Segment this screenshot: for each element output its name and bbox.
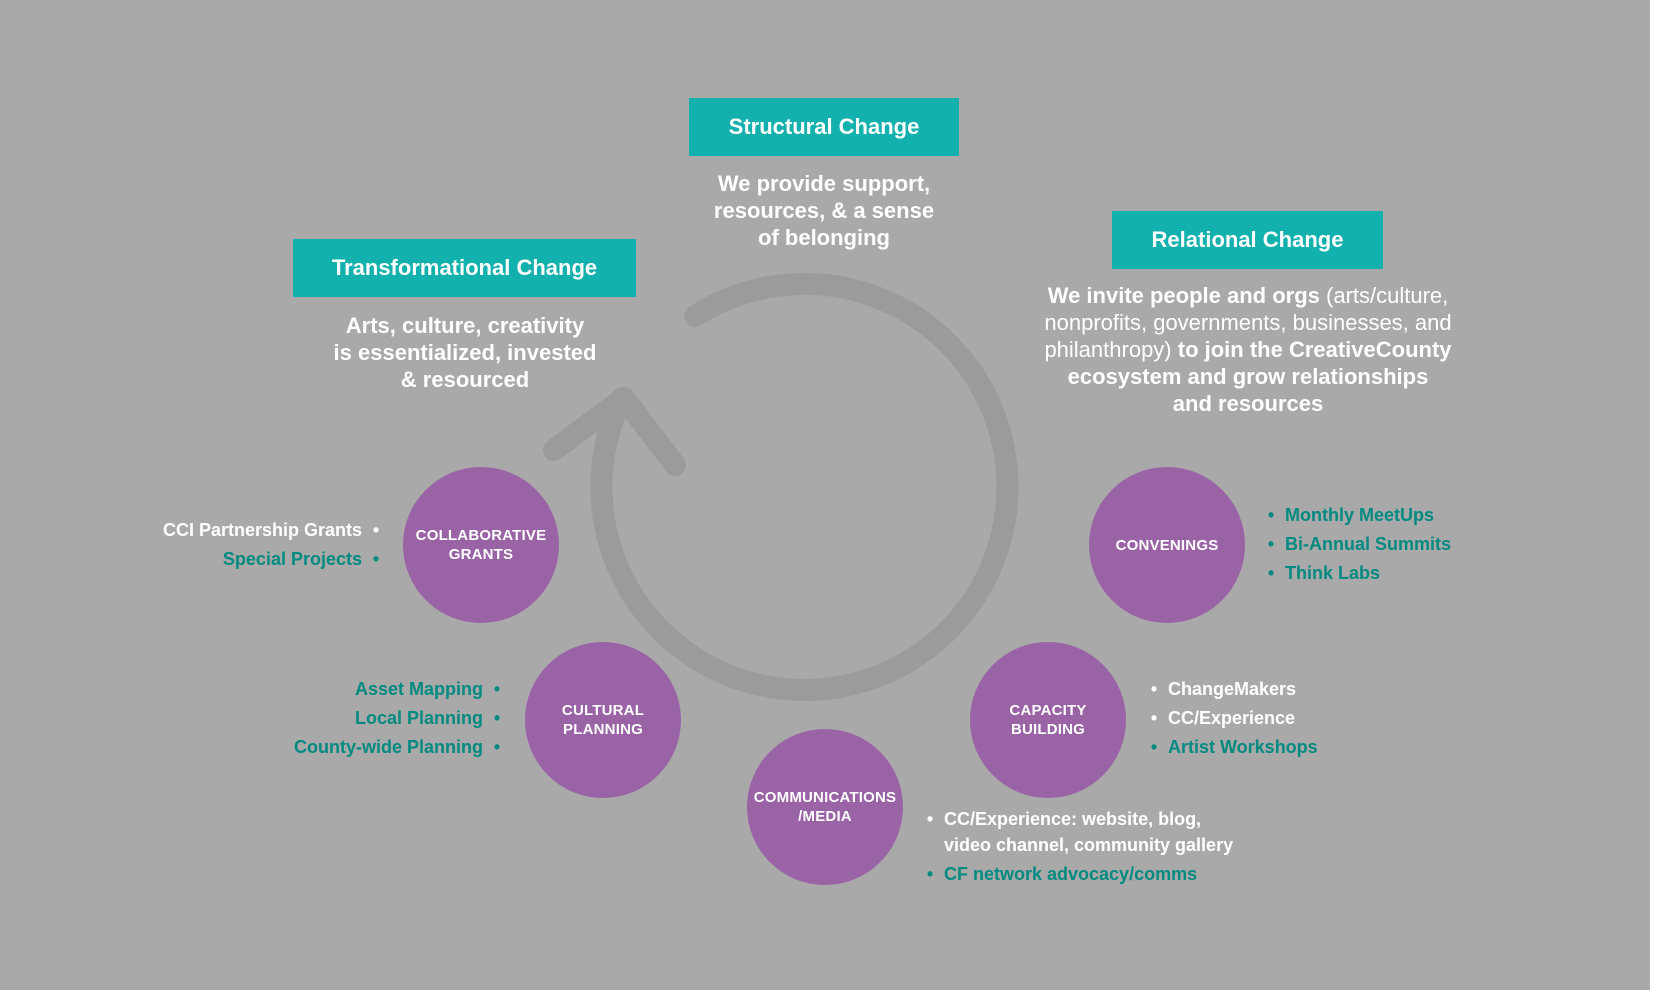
bullet-text: CCI Partnership Grants <box>162 520 362 540</box>
bullet-item: County-wide Planning • <box>294 733 505 762</box>
circle-label: CAPACITY <box>1009 702 1087 719</box>
description-relational-line: and resources <box>1003 390 1493 417</box>
relational-text-bold: and resources <box>1172 391 1324 416</box>
bullets-capacity-building: • ChangeMakers • CC/Experience • Artist Wor… <box>1146 675 1318 762</box>
bullet-item-continued: video channel, community gallery <box>922 832 1233 858</box>
description-structural-line: of belonging <box>758 225 890 250</box>
bullet-item: Local Planning • <box>294 704 505 733</box>
circle-label: CULTURAL <box>561 702 645 719</box>
relational-text-regular: (arts/culture, <box>1319 283 1449 308</box>
description-relational-line: philanthropy) to join the CreativeCounty <box>1003 336 1493 363</box>
circle-capacity-building: CAPACITY BUILDING <box>970 642 1126 798</box>
circle-label: BUILDING <box>1010 721 1086 738</box>
description-relational: We invite people and orgs (arts/culture,… <box>1003 282 1493 417</box>
bullet-item: • Think Labs <box>1263 559 1451 588</box>
bullet-dot: • <box>926 809 934 829</box>
description-structural-line: resources, & a sense <box>713 198 935 223</box>
bullet-text: Think Labs <box>1285 563 1381 583</box>
cycle-arc <box>590 272 1019 701</box>
bullet-dot: • <box>1267 534 1275 554</box>
circle-communications-media: COMMUNICATIONS /MEDIA <box>747 729 903 885</box>
bullet-text: Bi-Annual Summits <box>1285 534 1452 554</box>
bullet-item: CCI Partnership Grants • <box>163 516 384 545</box>
bullet-text: CF network advocacy/comms <box>944 864 1198 884</box>
circle-collaborative-grants: COLLABORATIVE GRANTS <box>403 467 559 623</box>
relational-text-regular: nonprofits, governments, businesses, and <box>1044 310 1452 335</box>
bullet-item: • Bi-Annual Summits <box>1263 530 1451 559</box>
bullets-communications-media: • CC/Experience: website, blog, video cha… <box>922 806 1233 887</box>
description-transformational-line: Arts, culture, creativity <box>345 313 585 338</box>
description-structural: We provide support, resources, & a sense… <box>674 170 974 251</box>
description-relational-line: nonprofits, governments, businesses, and <box>1003 309 1493 336</box>
relational-text-bold: ecosystem and grow relationships <box>1067 364 1429 389</box>
bullet-dot: • <box>1267 505 1275 525</box>
bullet-text: ChangeMakers <box>1168 679 1297 699</box>
bullet-item: • CC/Experience: website, blog, <box>922 806 1233 832</box>
bullet-text: CC/Experience: website, blog, <box>944 809 1202 829</box>
relational-text-bold: to join the CreativeCounty <box>1171 337 1452 362</box>
header-relational-change: Relational Change <box>1112 211 1383 269</box>
header-transformational-change: Transformational Change <box>293 239 636 297</box>
relational-text-regular: philanthropy) <box>1044 337 1172 362</box>
bullet-dot: • <box>926 864 934 884</box>
bullet-text: Monthly MeetUps <box>1285 505 1435 525</box>
bullet-dot: • <box>372 549 380 569</box>
description-relational-line: We invite people and orgs (arts/culture, <box>1003 282 1493 309</box>
circle-label: PLANNING <box>563 721 643 738</box>
circle-label: GRANTS <box>448 546 514 563</box>
circle-convenings: CONVENINGS <box>1089 467 1245 623</box>
bullet-text: CC/Experience <box>1168 708 1296 728</box>
bullet-dot: • <box>493 679 501 699</box>
bullet-text: Local Planning <box>354 708 483 728</box>
bullet-item: Special Projects • <box>163 545 384 574</box>
bullets-collaborative-grants: CCI Partnership Grants • Special Projects… <box>163 516 384 574</box>
bullet-item: • ChangeMakers <box>1146 675 1318 704</box>
circle-label: COMMUNICATIONS <box>753 789 897 806</box>
bullet-dot: • <box>493 708 501 728</box>
bullet-dot: • <box>1150 737 1158 757</box>
circle-label: CONVENINGS <box>1115 536 1219 554</box>
cycle-arrowhead <box>543 387 686 476</box>
description-transformational-line: & resourced <box>400 367 530 392</box>
bullet-text: video channel, community gallery <box>944 835 1234 855</box>
bullets-cultural-planning: Asset Mapping • Local Planning • County-wi… <box>294 675 505 762</box>
bullet-item: • CC/Experience <box>1146 704 1318 733</box>
description-structural-line: We provide support, <box>717 171 931 196</box>
bullet-text: Artist Workshops <box>1168 737 1318 757</box>
description-transformational-line: is essentialized, invested <box>333 340 597 365</box>
bullet-dot: • <box>1150 708 1158 728</box>
bullet-item: • CF network advocacy/comms <box>922 861 1233 887</box>
bullet-dot: • <box>493 737 501 757</box>
bullet-item: • Monthly MeetUps <box>1263 501 1451 530</box>
circle-cultural-planning: CULTURAL PLANNING <box>525 642 681 798</box>
circle-label: COLLABORATIVE <box>415 527 547 544</box>
description-relational-line: ecosystem and grow relationships <box>1003 363 1493 390</box>
circle-label: /MEDIA <box>798 808 852 825</box>
bullet-text: Special Projects <box>222 549 362 569</box>
bullets-convenings: • Monthly MeetUps • Bi-Annual Summits • Thi… <box>1263 501 1451 588</box>
relational-text-bold: We invite people and orgs <box>1047 283 1320 308</box>
bullet-item: • Artist Workshops <box>1146 733 1318 762</box>
header-structural-change: Structural Change <box>689 98 959 156</box>
bullet-text: Asset Mapping <box>354 679 483 699</box>
bullet-dot: • <box>1150 679 1158 699</box>
bullet-text: County-wide Planning <box>294 737 483 757</box>
bullet-dot: • <box>372 520 380 540</box>
bullet-dot: • <box>1267 563 1275 583</box>
description-transformational: Arts, culture, creativity is essentializ… <box>300 312 630 393</box>
bullet-item: Asset Mapping • <box>294 675 505 704</box>
